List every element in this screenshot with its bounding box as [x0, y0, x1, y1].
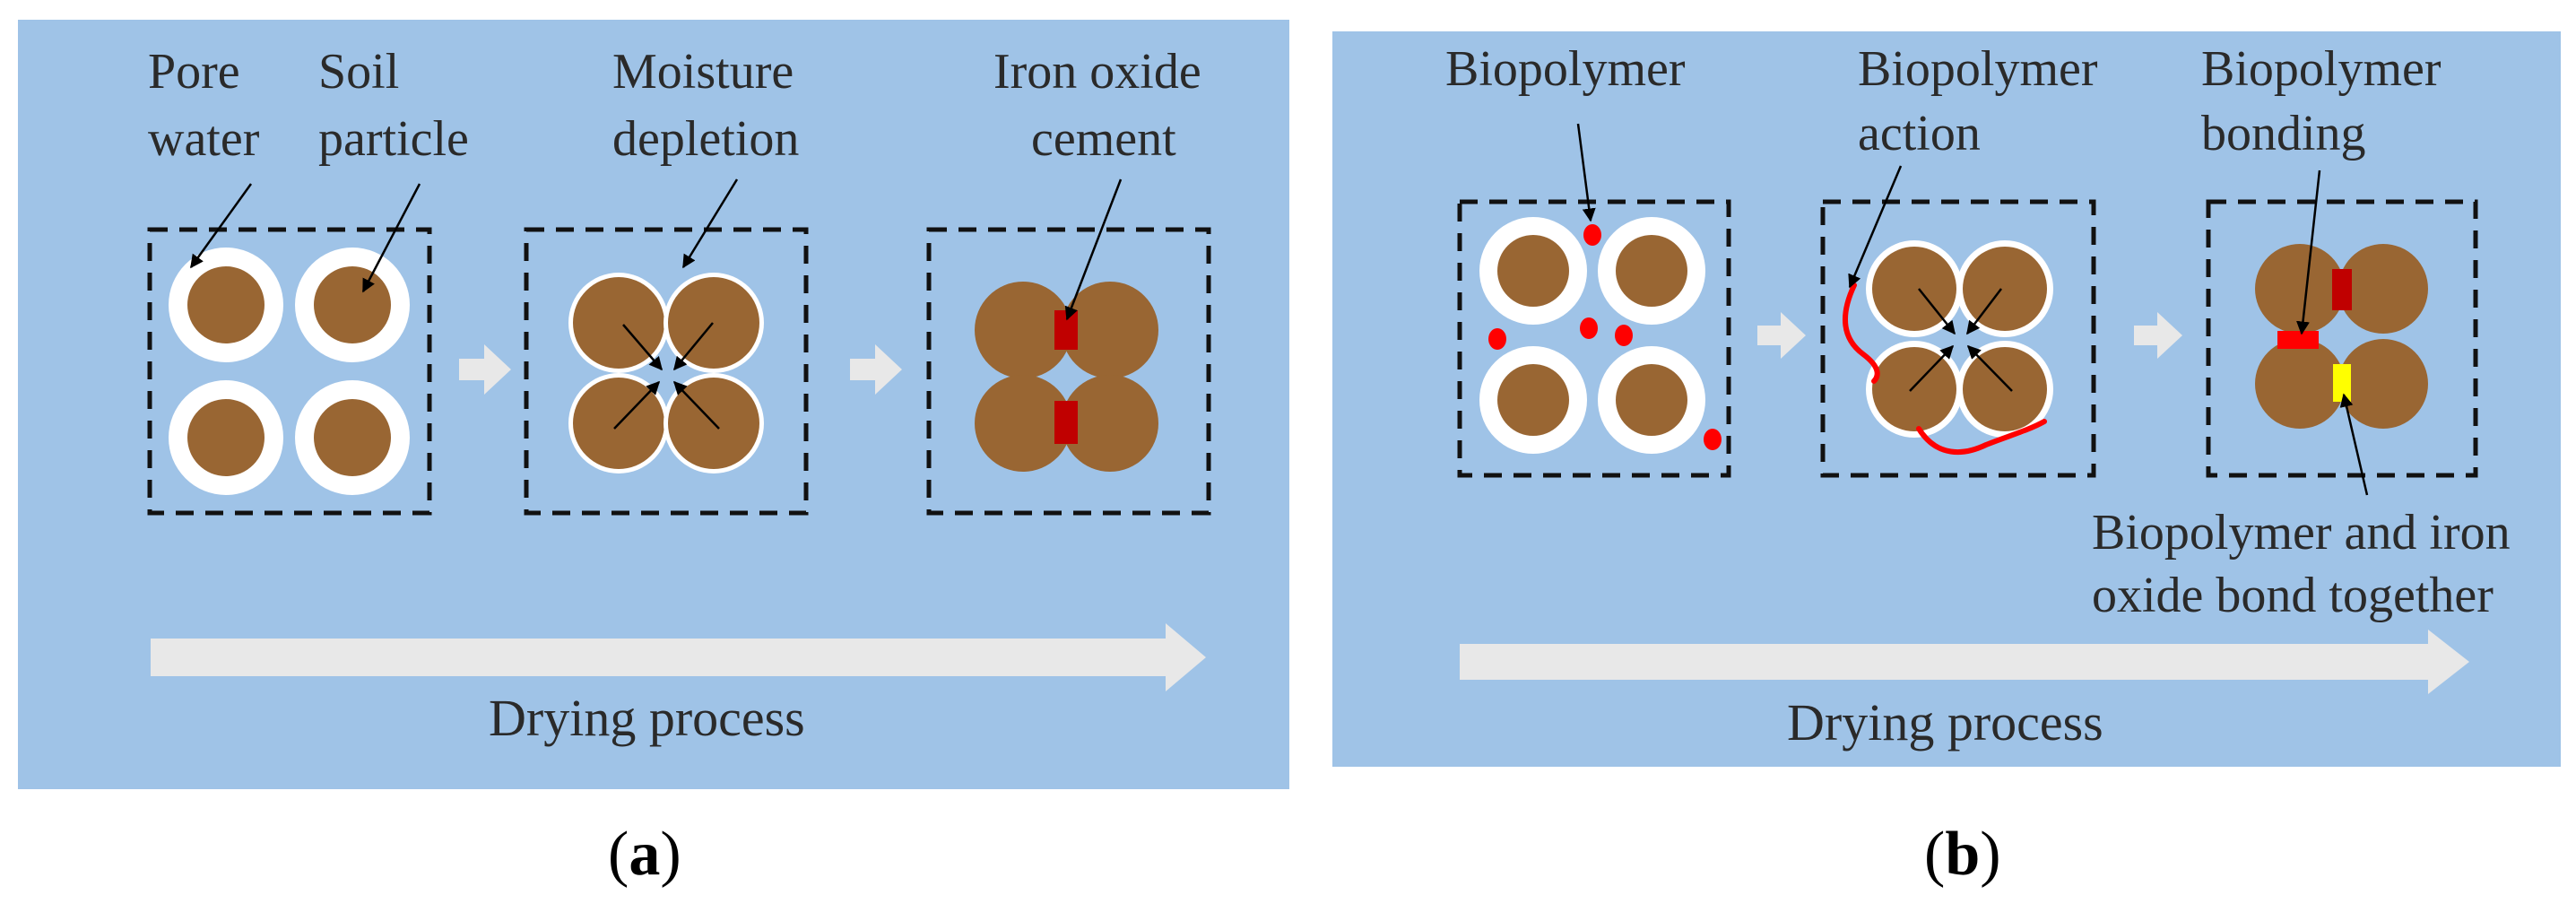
pointer-biopolymer: [1576, 123, 1596, 222]
pointer-soil-particle: [361, 183, 421, 293]
label-moisture-depletion-2: depletion: [612, 111, 799, 167]
soil-particle: [1872, 347, 1956, 431]
label-iron-oxide-cement-1: Iron oxide: [993, 44, 1201, 100]
soil-particle: [1616, 364, 1687, 436]
label-moisture-depletion-1: Moisture: [612, 44, 794, 100]
soil-particle: [1963, 347, 2047, 431]
pointer-biopolymer-action: [1848, 165, 1903, 289]
label-biopolymer-bonding-2: bonding: [2201, 106, 2366, 161]
pointer-bond-together: [2339, 393, 2369, 496]
b-stage1-particles: [1479, 217, 1722, 454]
soil-particle: [1616, 235, 1687, 307]
a-stage3-particles: [975, 282, 1158, 472]
drying-process-label: Drying process: [489, 689, 805, 747]
panel-label-b-letter: b: [1945, 820, 1980, 889]
contraction-arrow: [673, 322, 714, 371]
soil-particle: [1963, 247, 2047, 331]
contraction-arrow: [1909, 344, 1955, 392]
soil-particle: [1062, 375, 1158, 472]
step-arrow: [459, 344, 511, 395]
b-stage3-box: [2206, 199, 2478, 478]
soil-particle: [2338, 244, 2428, 334]
a-stage3-box: [926, 227, 1211, 516]
contraction-arrow: [672, 380, 720, 430]
label-bond-together-1: Biopolymer and iron: [2092, 505, 2511, 560]
label-biopolymer-bonding-1: Biopolymer: [2201, 41, 2442, 97]
soil-particle: [187, 266, 265, 343]
contraction-arrow: [1966, 288, 2002, 335]
iron-oxide-cement: [1054, 310, 1078, 350]
a-stage2-box: [524, 227, 809, 516]
label-bond-together-2: oxide bond together: [2092, 568, 2494, 623]
label-biopolymer: Biopolymer: [1445, 41, 1686, 97]
b-stage3-particles: [2255, 244, 2428, 429]
soil-particle: [573, 277, 664, 369]
combined-bond: [2333, 364, 2351, 402]
biopolymer-dot: [1583, 224, 1601, 246]
soil-particle: [1497, 364, 1569, 436]
b-stage1-box: [1457, 199, 1731, 478]
soil-particle: [314, 399, 391, 476]
a-stage1-box: [147, 227, 432, 516]
a-stage1-particles: [169, 248, 410, 495]
contraction-arrow: [1918, 288, 1956, 335]
drying-process-arrow: [151, 623, 1206, 691]
soil-particle: [1497, 235, 1569, 307]
label-biopolymer-action-2: action: [1858, 106, 1981, 161]
label-biopolymer-action-1: Biopolymer: [1858, 41, 2098, 97]
step-arrow: [2134, 312, 2182, 359]
pointer-moisture-depletion: [681, 178, 739, 269]
panel-label-a-close: ): [660, 820, 681, 889]
drying-process-label: Drying process: [1787, 693, 2103, 752]
soil-particle: [2255, 244, 2345, 334]
biopolymer-chain: [1916, 419, 2047, 456]
soil-particle: [975, 282, 1071, 378]
contraction-arrow: [613, 380, 661, 430]
soil-particle: [2255, 339, 2345, 429]
step-arrow: [1757, 312, 1806, 359]
biopolymer-dot: [1704, 429, 1722, 450]
biopolymer-dot: [1580, 317, 1598, 339]
panel-label-a: (a): [608, 820, 681, 889]
drying-process-arrow: [1460, 630, 2469, 694]
biopolymer-bond: [2277, 331, 2319, 349]
biopolymer-chain: [1842, 282, 1880, 384]
label-soil-particle-2: particle: [318, 111, 469, 167]
panel-label-b: (b): [1924, 820, 2001, 889]
soil-particle: [1062, 282, 1158, 378]
label-iron-oxide-cement-2: cement: [1031, 111, 1176, 167]
panel-label-a-open: (: [608, 820, 629, 889]
contraction-arrow: [1966, 344, 2013, 392]
pointer-pore-water: [189, 183, 253, 269]
biopolymer-dot: [1488, 328, 1506, 350]
soil-particle: [314, 266, 391, 343]
panel-label-b-open: (: [1924, 820, 1945, 889]
panel-label-b-close: ): [1980, 820, 2000, 889]
soil-particle: [975, 375, 1071, 472]
label-pore-water-2: water: [148, 111, 260, 167]
step-arrow: [850, 344, 902, 395]
label-soil-particle-1: Soil: [318, 44, 399, 100]
b-stage2-box: [1820, 199, 2096, 478]
pointer-biopolymer-bonding: [2296, 169, 2321, 335]
soil-particle: [2338, 339, 2428, 429]
soil-particle: [187, 399, 265, 476]
biopolymer-dot: [1615, 325, 1633, 346]
panel-label-a-letter: a: [629, 820, 660, 889]
label-pore-water-1: Pore: [148, 44, 240, 100]
soil-particle: [668, 277, 759, 369]
iron-oxide-cement: [1054, 401, 1078, 444]
pointer-iron-oxide-cement: [1064, 178, 1123, 321]
iron-oxide-cement: [2332, 269, 2352, 310]
contraction-arrow: [622, 324, 663, 371]
